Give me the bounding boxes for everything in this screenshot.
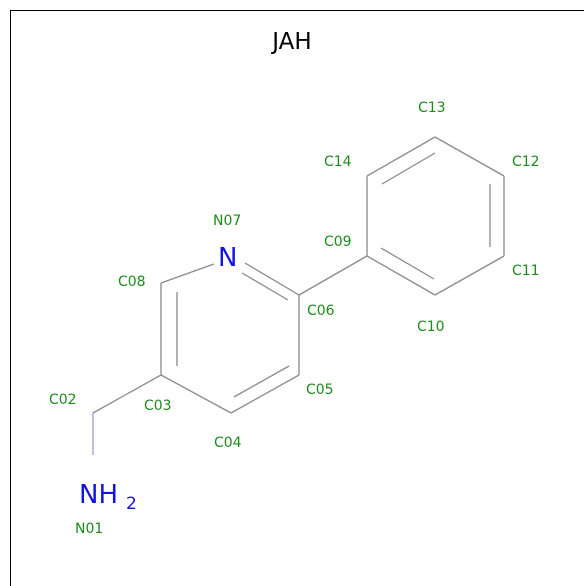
- atom-label-c09: C09: [324, 234, 352, 250]
- diagram-frame: [10, 10, 584, 586]
- atom-label-c05: C05: [306, 382, 334, 398]
- bond-c11-c10: [434, 255, 505, 296]
- bond-n07-c08: [160, 263, 215, 284]
- atom-n07-symbol: N: [218, 243, 237, 273]
- atom-label-c08: C08: [118, 274, 146, 290]
- atom-label-c13: C13: [418, 100, 446, 116]
- atom-label-c06: C06: [307, 303, 335, 319]
- bond-c06-n07: [244, 262, 300, 296]
- atom-label-c12: C12: [512, 154, 540, 170]
- bond-c10-c09: [366, 255, 436, 296]
- bond-c06-c09: [298, 255, 368, 296]
- bond-c14-c13-inner: [381, 152, 436, 185]
- bond-c06-n07-inner: [241, 272, 289, 301]
- bond-c04-c05-inner: [233, 365, 290, 398]
- atom-label-c14: C14: [324, 154, 352, 170]
- atom-label-c10: C10: [417, 319, 445, 335]
- bond-c10-c09-inner: [380, 247, 435, 280]
- bond-c03-c04: [160, 374, 232, 414]
- bond-c14-c13: [366, 136, 436, 177]
- bond-c04-c05: [230, 374, 300, 414]
- atom-label-c03: C03: [144, 398, 172, 414]
- atom-label-n07: N07: [213, 213, 241, 229]
- atom-label-n01: N01: [75, 521, 103, 537]
- atom-label-c11: C11: [512, 263, 540, 279]
- bond-c03-c02: [92, 374, 162, 414]
- atom-n01-symbol: NH: [79, 480, 118, 510]
- atom-n01-subscript: 2: [126, 494, 137, 514]
- diagram-title: JAH: [272, 29, 312, 55]
- atom-label-c04: C04: [214, 435, 242, 451]
- bond-c13-c12: [434, 136, 505, 177]
- atom-label-c02: C02: [49, 392, 77, 408]
